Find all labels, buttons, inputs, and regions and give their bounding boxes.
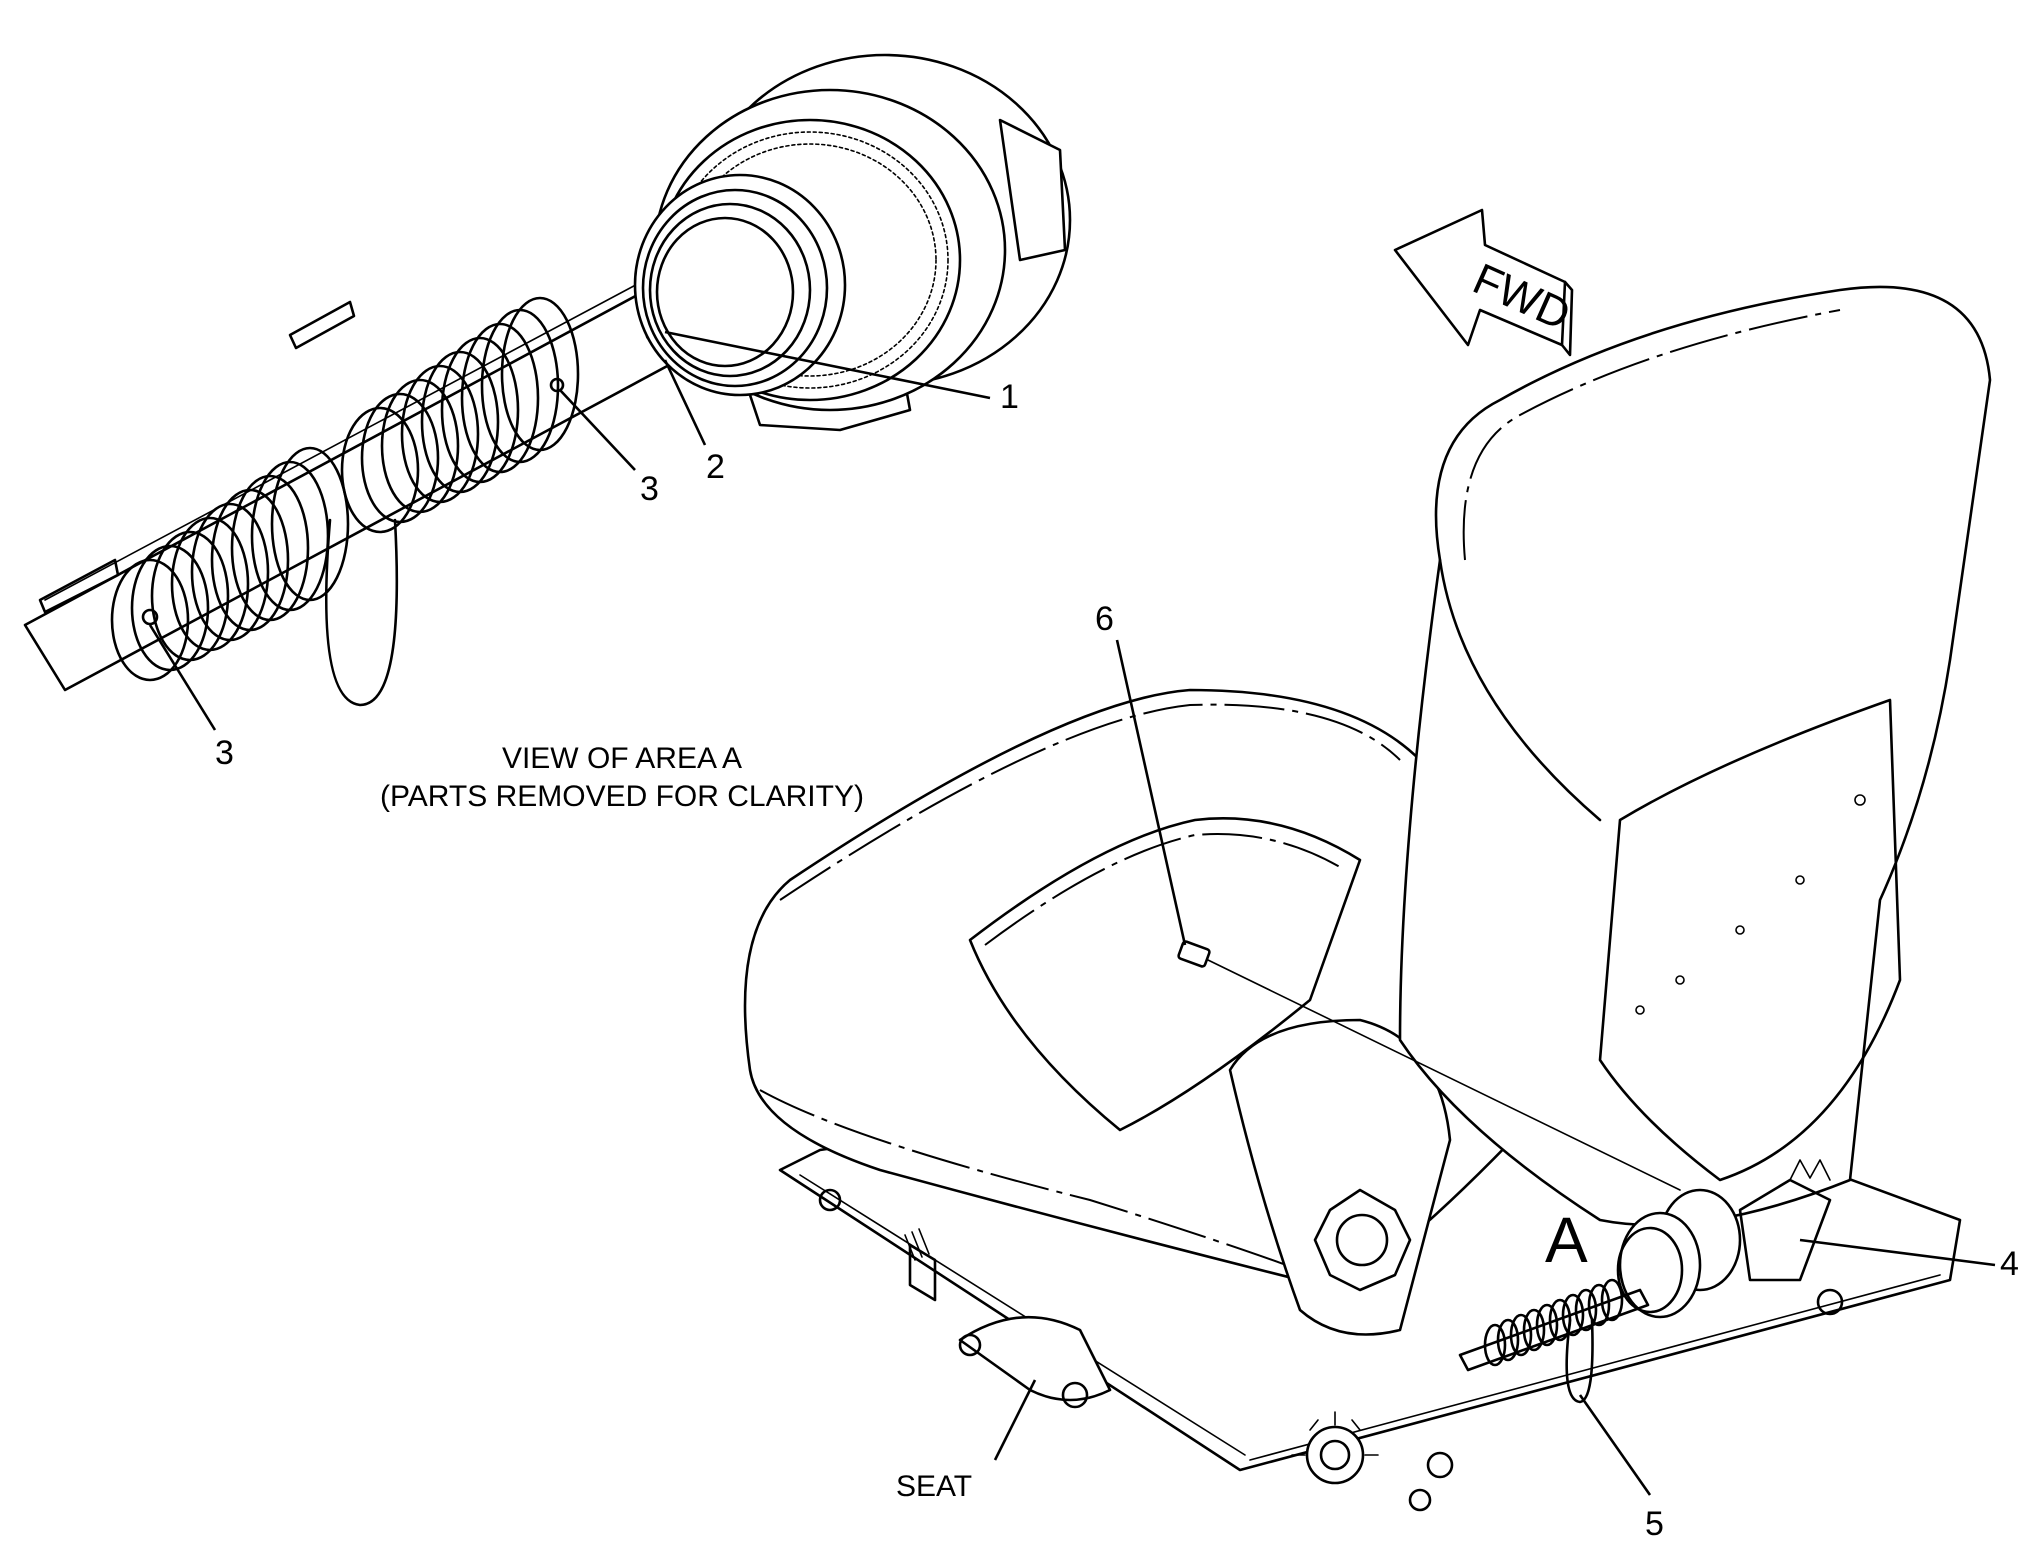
leader-3-front: [559, 389, 636, 471]
callout-3-rear: 3: [215, 734, 234, 772]
leader-1: [664, 330, 991, 400]
area-a-marker: A: [1545, 1204, 1588, 1276]
callout-3-front: 3: [640, 470, 659, 508]
sensor-block: [1177, 940, 1211, 968]
lower-sprocket: [1291, 1411, 1379, 1485]
base-bolts: [818, 1188, 1844, 1512]
view-note: (PARTS REMOVED FOR CLARITY): [380, 780, 864, 813]
seat-backrest: [1398, 285, 1992, 1227]
callout-2: 2: [706, 448, 725, 486]
view-title: VIEW OF AREA A: [502, 742, 742, 775]
forward-arrow: FWD: [1393, 208, 1577, 357]
seat-label: SEAT: [896, 1470, 972, 1503]
bolt-front: [549, 377, 565, 393]
callout-4: 4: [2000, 1245, 2019, 1283]
seat-spring-shaft: [1458, 1278, 1650, 1404]
sensor-cable: [1207, 959, 1681, 1191]
leader-2: [663, 359, 707, 446]
adjustment-knob: [1313, 1188, 1412, 1292]
seat-panel: [968, 817, 1362, 1132]
leader-3-rear: [148, 624, 217, 731]
leader-4: [1799, 1238, 1996, 1267]
leader-6: [1115, 639, 1187, 946]
callout-5: 5: [1645, 1505, 1664, 1543]
gear-assembly: [633, 53, 1072, 412]
callout-6: 6: [1095, 600, 1114, 638]
spring-tang-front: [288, 300, 356, 350]
seat-suspension-link: [904, 1228, 1112, 1409]
bolt-rear: [141, 608, 159, 626]
leader-seat: [993, 1379, 1037, 1461]
spring-coils-front: [340, 296, 580, 534]
leader-5: [1578, 1394, 1652, 1496]
spring-loop: [324, 518, 399, 707]
seat-back-panel: [1598, 698, 1902, 1182]
detail-view-area-a: 1 2 3 3 VIEW OF AREA A (PARTS REMOVED FO…: [23, 53, 1072, 813]
callout-1: 1: [1000, 378, 1019, 416]
seat-assembly: 6 4 5 SEAT A: [743, 285, 2019, 1543]
spring-tang-rear: [38, 558, 120, 614]
